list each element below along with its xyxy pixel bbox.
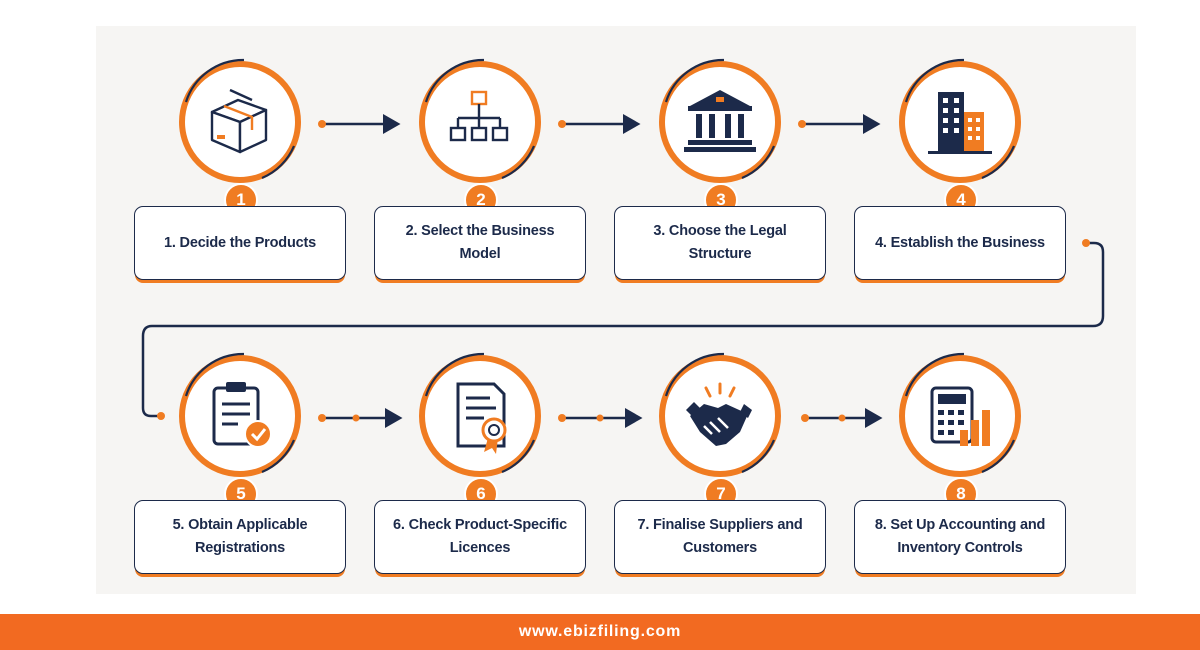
clipboard-check-icon xyxy=(212,382,272,448)
arrow-5-to-6 xyxy=(318,408,403,428)
calculator-chart-icon xyxy=(930,386,990,446)
certificate-icon xyxy=(456,382,507,454)
office-buildings-icon xyxy=(928,92,992,154)
courthouse-icon xyxy=(684,90,756,152)
step-2-card: 2. Select the Business Model xyxy=(374,206,586,280)
arrow-7-to-8 xyxy=(801,408,883,428)
step-1-card: 1. Decide the Products xyxy=(134,206,346,280)
arrow-2-to-3 xyxy=(558,114,641,134)
step-4-card: 4. Establish the Business xyxy=(854,206,1066,280)
step-3-ring xyxy=(659,58,781,183)
org-chart-icon xyxy=(449,90,509,142)
step-1-label: 1. Decide the Products xyxy=(164,234,316,251)
package-icon xyxy=(210,88,268,154)
footer-website-link[interactable]: www.ebizfiling.com xyxy=(518,623,682,640)
arrow-1-to-2 xyxy=(318,114,401,134)
connector-4-to-5 xyxy=(141,239,1105,420)
handshake-icon xyxy=(686,382,752,446)
step-3-label: 3. Choose the Legal Structure xyxy=(653,223,787,262)
step-4-label: 4. Establish the Business xyxy=(875,234,1045,251)
arrow-3-to-4 xyxy=(798,114,881,134)
step-2-label: 2. Select the Business Model xyxy=(405,223,555,262)
step-3-card: 3. Choose the Legal Structure xyxy=(614,206,826,280)
arrow-6-to-7 xyxy=(558,408,643,428)
footer-bar: www.ebizfiling.com xyxy=(0,614,1200,650)
